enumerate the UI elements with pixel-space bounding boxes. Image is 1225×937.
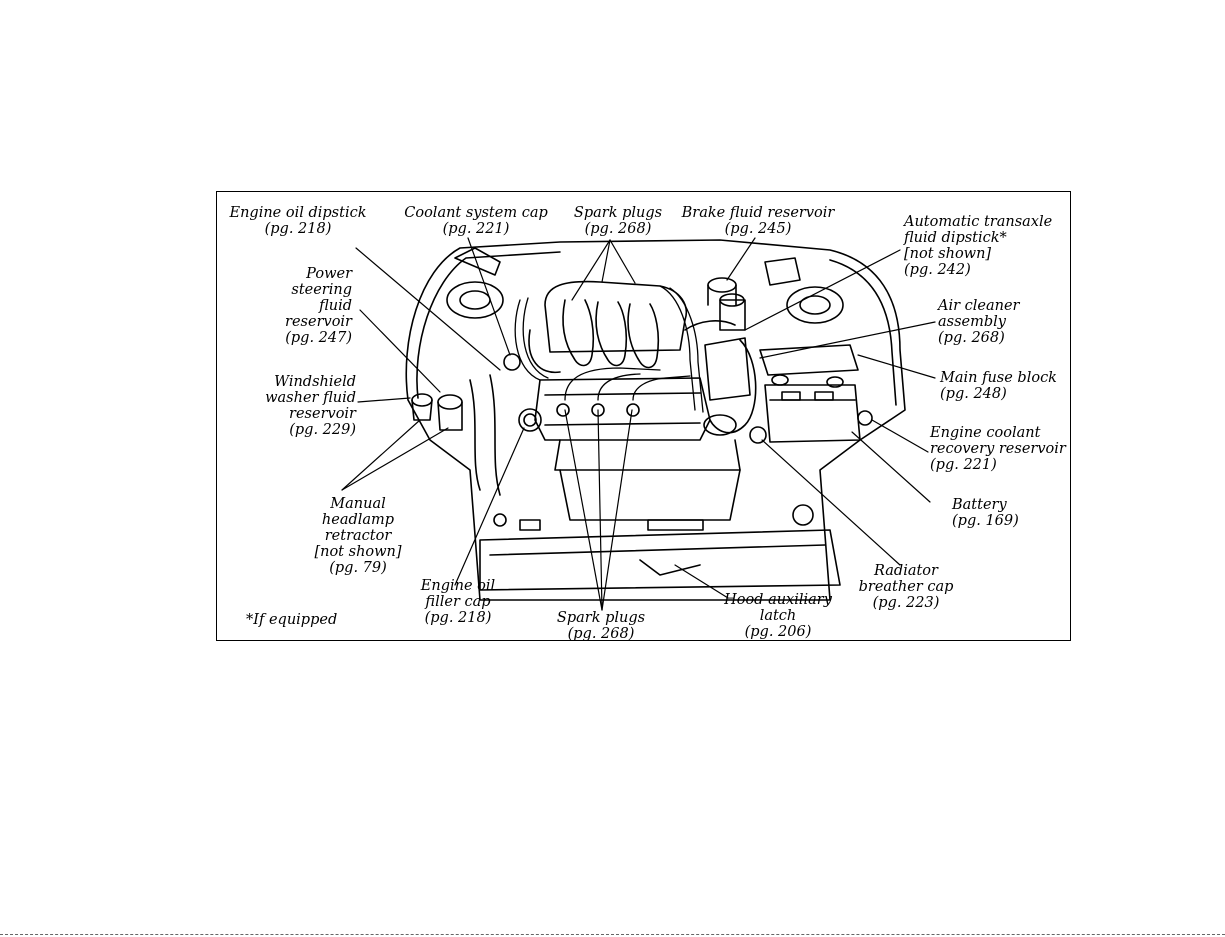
label-main-fuse-block: Main fuse block(pg. 248) bbox=[940, 370, 1057, 402]
intake-manifold bbox=[528, 280, 687, 374]
label-battery: Battery(pg. 169) bbox=[952, 497, 1019, 529]
label-spark-plugs-top: Spark plugs(pg. 268) bbox=[573, 205, 663, 237]
air-cleaner bbox=[684, 293, 757, 436]
radiator-support bbox=[479, 504, 841, 591]
compartment-outline bbox=[405, 239, 906, 601]
label-engine-oil-dipstick: Engine oil dipstick(pg. 218) bbox=[229, 205, 367, 237]
caps bbox=[503, 353, 873, 444]
left-reservoirs bbox=[411, 374, 501, 496]
leader-lines bbox=[341, 237, 936, 611]
label-brake-fluid-reservoir: Brake fluid reservoir(pg. 245) bbox=[681, 205, 835, 237]
footnote-if-equipped: *If equipped bbox=[246, 612, 338, 628]
label-spark-plugs-bottom: Spark plugs(pg. 268) bbox=[556, 610, 646, 642]
page-bottom-rule bbox=[0, 934, 1225, 936]
label-coolant-system-cap: Coolant system cap(pg. 221) bbox=[404, 205, 548, 237]
strut-towers bbox=[446, 281, 844, 324]
spark-plug-wires bbox=[514, 285, 704, 413]
battery-fuse-area bbox=[759, 344, 861, 443]
diagram-frame bbox=[216, 191, 1071, 641]
brake-fluid-reservoir-shape bbox=[707, 277, 737, 306]
